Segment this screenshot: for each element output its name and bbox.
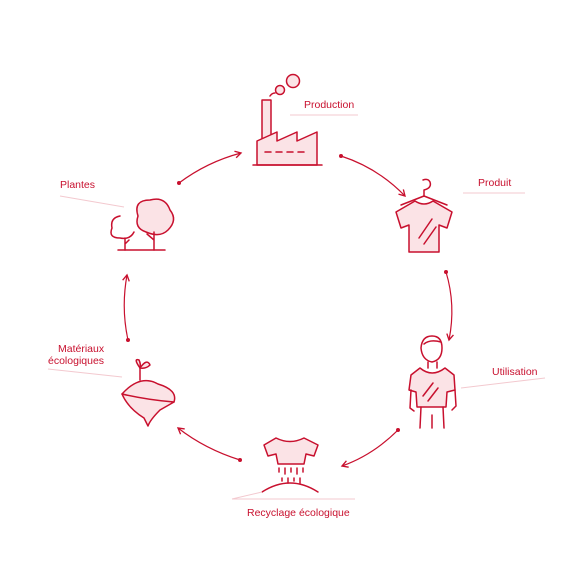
arrow-start-dot — [339, 154, 343, 158]
stage-label-recyclage: Recyclage écologique — [247, 507, 350, 519]
arrow-produit-to-utilisation — [445, 271, 454, 342]
stage-label-materiaux-line2: écologiques — [48, 355, 104, 367]
arrow-start-dot — [396, 428, 400, 432]
person-icon — [408, 335, 457, 429]
arrow-start-dot — [126, 338, 130, 342]
arrow-recyclage-to-materiaux — [176, 427, 241, 461]
stage-label-production: Production — [304, 99, 354, 111]
arrow-start-dot — [444, 270, 448, 274]
arrow-start-dot — [238, 458, 242, 462]
tree-icon — [110, 198, 175, 251]
factory-icon — [252, 73, 323, 166]
arrow-production-to-produit — [340, 155, 406, 197]
stage-label-produit: Produit — [478, 177, 511, 189]
stage-label-utilisation: Utilisation — [492, 366, 538, 378]
arrow-materiaux-to-plantes — [122, 273, 130, 341]
arrow-utilisation-to-recyclage — [340, 429, 399, 468]
stage-label-plantes: Plantes — [60, 179, 95, 191]
arrow-start-dot — [177, 181, 181, 185]
recycling-shirt-icon — [261, 437, 319, 493]
stage-label-materiaux: Matériaux — [58, 343, 105, 355]
seedling-soil-icon — [121, 358, 176, 427]
tshirt-hanger-icon — [395, 178, 453, 253]
arrow-plantes-to-production — [178, 150, 243, 184]
cycle-arrows — [122, 150, 454, 468]
